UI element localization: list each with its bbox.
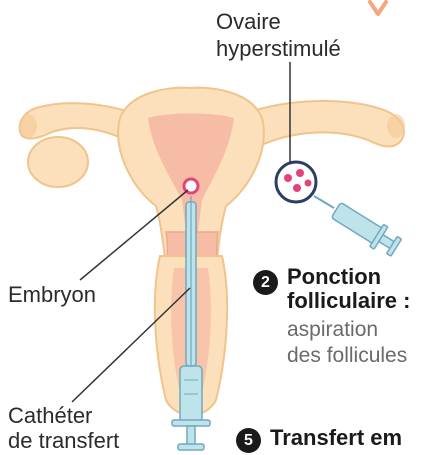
left-ovary [28, 137, 88, 187]
step-description: aspiration des follicules [287, 317, 407, 369]
catheter-syringe-flange [172, 420, 210, 426]
follicle-icon [296, 169, 304, 177]
ovary-label-line2: hyperstimulé [216, 35, 341, 62]
left-fimbria-shadow [19, 114, 37, 138]
catheter-label: Cathéter de transfert [8, 403, 119, 453]
step-title: Transfert em [270, 426, 402, 450]
embryo-label: Embryon [8, 283, 96, 307]
step-desc-line2: des follicules [287, 343, 407, 369]
catheter-syringe-thumb [178, 444, 204, 450]
follicle-icon [293, 184, 301, 192]
step-desc-line1: aspiration [287, 317, 407, 343]
right-fimbria-shadow [387, 114, 405, 138]
ovary-label: Ovaire hyperstimulé [216, 8, 341, 62]
step-title-line1: Transfert em [270, 426, 402, 450]
accent-mark [370, 2, 386, 14]
step-number-badge: 5 [236, 428, 261, 453]
catheter-label-line1: Cathéter [8, 403, 119, 428]
aspiration-syringe [314, 196, 403, 259]
catheter-syringe-plunger [187, 426, 195, 446]
catheter-label-line2: de transfert [8, 428, 119, 453]
step-title-line2: folliculaire : [287, 289, 410, 313]
step-title-line1: Ponction [287, 265, 410, 289]
step-number-badge: 2 [253, 270, 278, 295]
step-title: Ponction folliculaire : [287, 265, 410, 313]
follicle-icon [305, 180, 312, 187]
ovary-label-line1: Ovaire [216, 8, 341, 35]
follicle-icon [284, 174, 292, 182]
